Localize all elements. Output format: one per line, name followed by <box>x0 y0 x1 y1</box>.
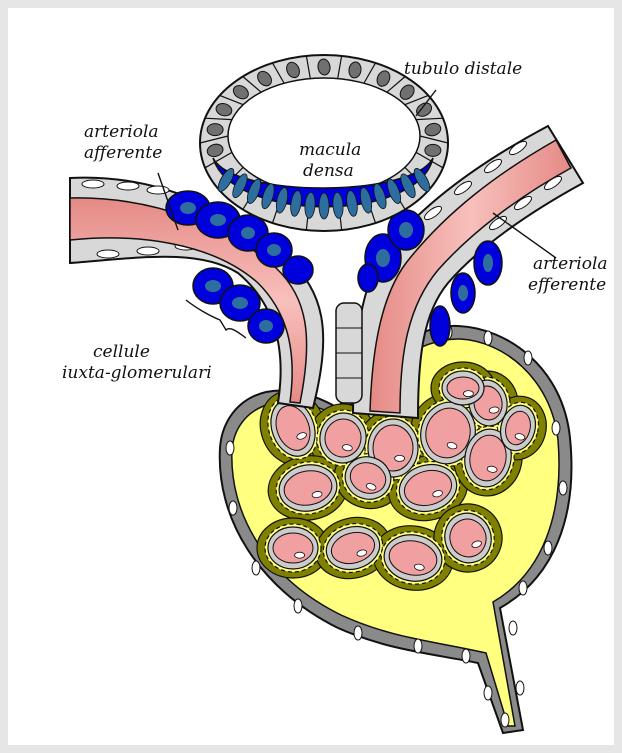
afferent-cell-nucleus <box>82 180 104 188</box>
afferent-cell-nucleus <box>97 250 119 258</box>
capsule-cell-nucleus <box>524 351 532 365</box>
label-macula-line2: densa <box>303 161 354 181</box>
capsule-cell-nucleus <box>414 639 422 653</box>
endothelial-nucleus <box>463 391 473 397</box>
label-cellule-line1: cellule <box>93 342 150 362</box>
juxtaglomerular-apparatus-diagram: tubulo distale macula densa arteriola af… <box>8 8 614 745</box>
label-afferente-line2: afferente <box>84 143 162 163</box>
capillary-lumen <box>447 377 479 399</box>
diagram-canvas: tubulo distale macula densa arteriola af… <box>8 8 614 745</box>
extraglomerular-mesangium <box>336 303 362 403</box>
capsule-cell-nucleus <box>516 681 524 695</box>
label-efferente-line1: arteriola <box>533 254 608 274</box>
tubule-cell-nucleus <box>207 124 223 136</box>
capsule-cell-nucleus <box>484 686 492 700</box>
capsule-cell-nucleus <box>252 561 260 575</box>
endothelial-nucleus <box>395 455 405 461</box>
afferent-cell-nucleus <box>147 186 169 194</box>
capsule-cell-nucleus <box>226 441 234 455</box>
label-afferente-line1: arteriola <box>84 122 159 142</box>
afferent-cell-nucleus <box>117 182 139 190</box>
leader-arteriola-efferente <box>493 213 556 258</box>
endothelial-nucleus <box>295 552 305 558</box>
capsule-cell-nucleus <box>294 599 302 613</box>
label-tubulo-distale: tubulo distale <box>404 59 522 79</box>
capsule-cell-nucleus <box>462 649 470 663</box>
label-efferente-line2: efferente <box>528 275 606 295</box>
label-cellule-line2: iuxta-glomerulari <box>62 363 212 383</box>
capsule-cell-nucleus <box>484 331 492 345</box>
capsule-cell-nucleus <box>229 501 237 515</box>
tubule-cell-nucleus <box>425 144 441 156</box>
capsule-cell-nucleus <box>354 626 362 640</box>
capsule-cell-nucleus <box>509 621 517 635</box>
afferent-cell-nucleus <box>137 247 159 255</box>
label-macula-line1: macula <box>299 140 361 160</box>
capsule-cell-nucleus <box>544 541 552 555</box>
capsule-cell-nucleus <box>559 481 567 495</box>
capsule-cell-nucleus <box>501 713 509 727</box>
capsule-cell-nucleus <box>519 581 527 595</box>
macula-densa-nucleus <box>319 193 329 219</box>
capsule-cell-nucleus <box>552 421 560 435</box>
capillary-lumen <box>273 533 313 563</box>
